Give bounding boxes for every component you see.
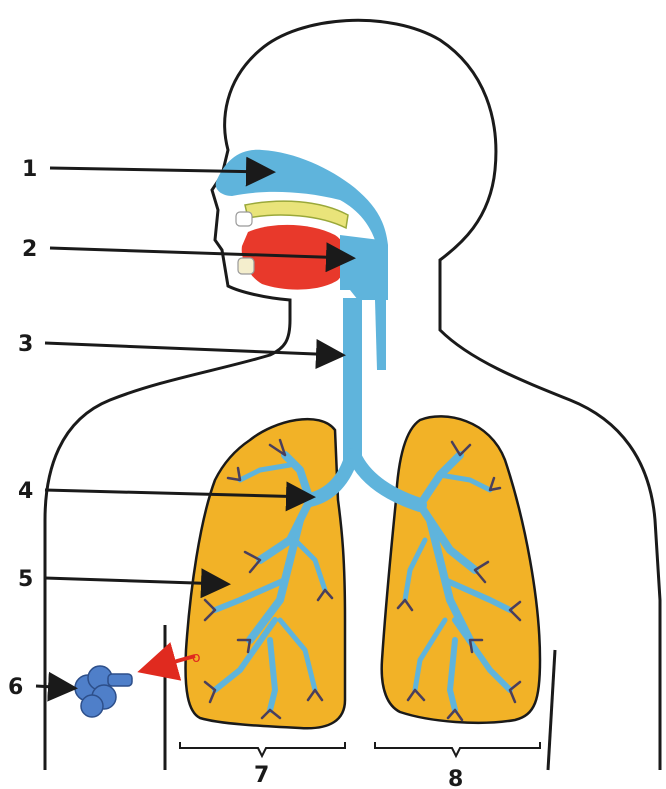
trachea [343,298,362,460]
label-2: 2 [22,237,37,262]
gas-exchange-glyph: o [192,650,201,666]
lower-teeth [238,258,254,274]
label-6: 6 [8,675,23,700]
label-8: 8 [448,767,463,789]
upper-teeth [236,212,252,226]
label-4: 4 [18,479,33,504]
label-5: 5 [18,567,33,592]
label-7: 7 [254,763,269,788]
label-3: 3 [18,332,33,357]
pointer-arrow-6 [36,686,72,688]
label-1: 1 [22,157,37,182]
